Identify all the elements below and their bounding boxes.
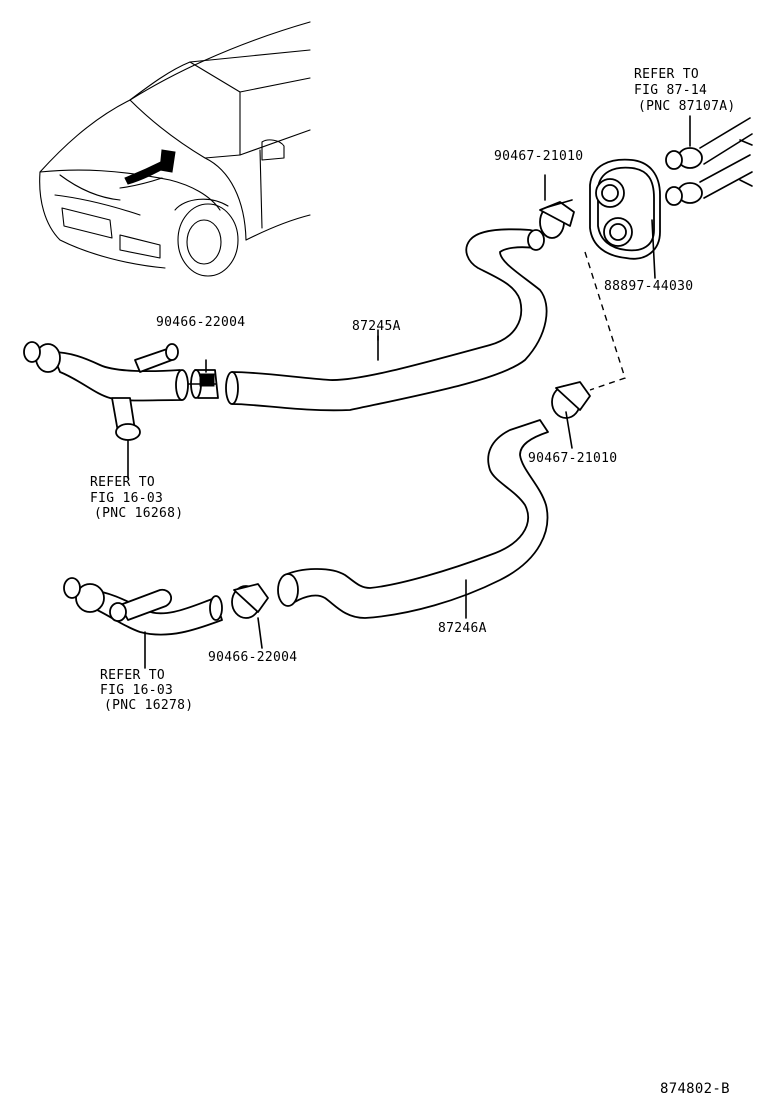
hose-87245a bbox=[225, 228, 548, 412]
part-label-clamp-left[interactable]: 90466-22004 bbox=[156, 315, 246, 330]
dashed-leader-line bbox=[584, 251, 626, 391]
part-label-gasket[interactable]: 88897-44030 bbox=[604, 279, 694, 294]
refer-left-upper-line2: FIG 16-03 bbox=[90, 491, 164, 506]
hose-clamp-mid bbox=[551, 381, 591, 449]
part-label-hose-lower[interactable]: 87246A bbox=[438, 621, 487, 636]
refer-left-lower-line1: REFER TO bbox=[100, 668, 166, 683]
part-label-clamp-mid[interactable]: 90467-21010 bbox=[528, 451, 618, 466]
refer-left-lower-line2: FIG 16-03 bbox=[100, 683, 174, 698]
heater-pipes-right bbox=[665, 117, 753, 206]
hose-clamp-top bbox=[539, 174, 575, 239]
engine-pipe-lower bbox=[63, 577, 223, 669]
hose-87246a bbox=[277, 419, 549, 619]
gasket-plate bbox=[589, 158, 661, 279]
figure-id: 874802-B bbox=[660, 1081, 730, 1097]
refer-top-line3: (PNC 87107A) bbox=[638, 99, 736, 114]
refer-top-line2: FIG 87-14 bbox=[634, 83, 708, 98]
refer-left-lower-line3: (PNC 16278) bbox=[104, 698, 194, 713]
refer-top-line1: REFER TO bbox=[634, 67, 700, 82]
part-label-hose-upper[interactable]: 87245A bbox=[352, 319, 401, 334]
part-label-clamp-bottom[interactable]: 90466-22004 bbox=[208, 650, 298, 665]
hose-clamp-left bbox=[185, 359, 219, 399]
refer-left-upper-line1: REFER TO bbox=[90, 475, 156, 490]
engine-pipe-upper bbox=[23, 341, 189, 479]
part-label-clamp-top[interactable]: 90467-21010 bbox=[494, 149, 584, 164]
refer-left-upper-line3: (PNC 16268) bbox=[94, 506, 184, 521]
hose-clamp-bottom bbox=[231, 583, 269, 649]
vehicle-illustration bbox=[39, 21, 311, 277]
